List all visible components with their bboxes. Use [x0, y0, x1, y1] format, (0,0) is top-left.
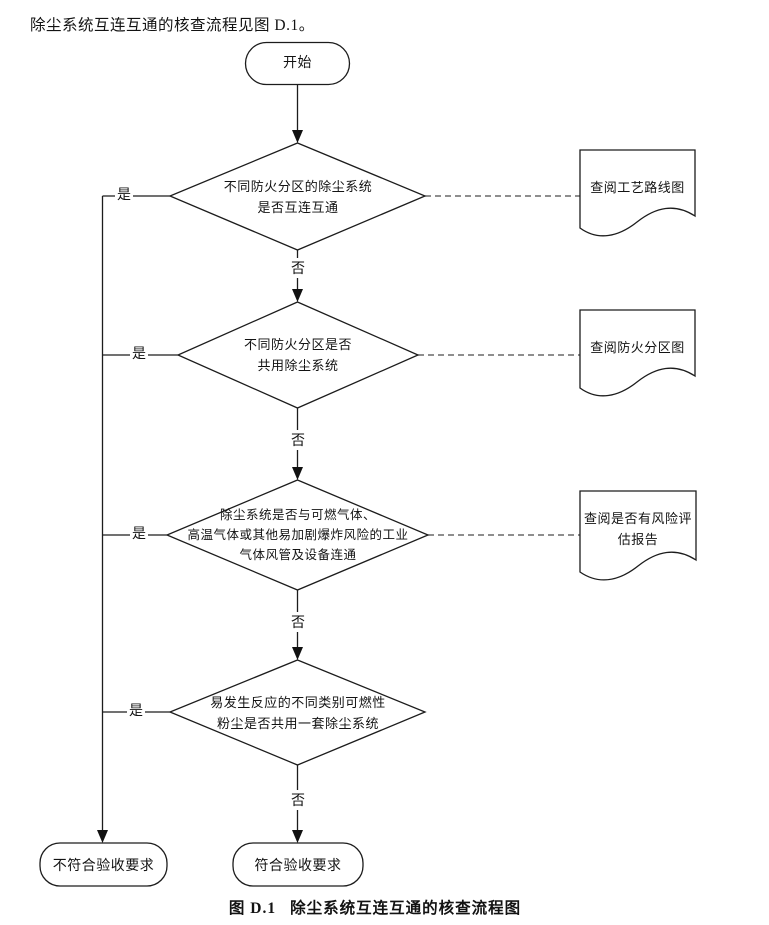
decision-3-shape	[165, 479, 430, 591]
decision-4-line1: 易发生反应的不同类别可燃性	[210, 694, 386, 710]
figure-caption: 图 D.1 除尘系统互连互通的核查流程图	[150, 896, 600, 918]
document-3-line2: 估报告	[617, 532, 659, 547]
intro-text: 除尘系统互连互通的核查流程见图 D.1。	[30, 17, 315, 34]
decision-2: 不同防火分区是否 共用除尘系统	[180, 304, 416, 406]
start-node: 开始	[245, 42, 350, 85]
terminal-pass-shape	[232, 842, 364, 887]
decision-2-shape	[176, 301, 420, 409]
decision-4-shape	[168, 659, 427, 766]
yes-label-4: 是	[127, 700, 145, 720]
decision-1-line1: 不同防火分区的除尘系统	[223, 178, 373, 194]
figure-caption-title: 除尘系统互连互通的核查流程图	[290, 900, 522, 917]
doc-1-shape	[579, 149, 696, 237]
decision-2-line1: 不同防火分区是否	[243, 337, 352, 352]
figure-caption-number: 图 D.1	[228, 900, 277, 917]
document-3-line1: 查阅是否有风险评	[583, 511, 692, 526]
terminal-fail: 不符合验收要求	[40, 843, 167, 886]
no-label-4: 否	[289, 790, 307, 810]
arrowhead-fail	[97, 830, 108, 843]
yes-label-2: 是	[130, 343, 148, 363]
decision-3-line2: 高温气体或其他易加剧爆炸风险的工业	[187, 528, 409, 542]
terminal-fail-shape	[39, 842, 168, 887]
arrowhead-pass	[292, 830, 303, 843]
decision-4: 易发生反应的不同类别可燃性 粉尘是否共用一套除尘系统	[172, 662, 424, 763]
decision-3-line1: 除尘系统是否与可燃气体、	[219, 508, 376, 522]
terminal-pass-label: 符合验收要求	[254, 858, 342, 874]
document-1-label: 查阅工艺路线图	[590, 179, 685, 195]
decision-4-line2: 粉尘是否共用一套除尘系统	[216, 715, 379, 731]
document-2: 查阅防火分区图	[580, 312, 695, 382]
yes-label-1: 是	[115, 184, 133, 204]
terminal-pass: 符合验收要求	[233, 843, 363, 886]
no-label-2: 否	[289, 430, 307, 450]
doc-3-shape	[579, 490, 697, 581]
arrowhead-d2	[292, 289, 303, 302]
terminal-fail-label: 不符合验收要求	[52, 858, 155, 874]
decision-3: 除尘系统是否与可燃气体、 高温气体或其他易加剧爆炸风险的工业 气体风管及设备连通	[168, 482, 428, 588]
decision-3-line3: 气体风管及设备连通	[239, 548, 357, 562]
yes-label-3: 是	[130, 523, 148, 543]
decision-1-shape	[168, 142, 427, 251]
document-2-label: 查阅防火分区图	[590, 339, 685, 355]
no-label-1: 否	[289, 258, 307, 278]
decision-1: 不同防火分区的除尘系统 是否互连互通	[178, 145, 418, 248]
document-3: 查阅是否有风险评 估报告	[580, 493, 696, 565]
no-label-3: 否	[289, 612, 307, 632]
arrowhead-d3	[292, 467, 303, 480]
decision-2-line2: 共用除尘系统	[257, 358, 339, 373]
start-label: 开始	[283, 56, 312, 71]
arrowhead-d4	[292, 647, 303, 660]
decision-1-line2: 是否互连互通	[257, 199, 339, 215]
document-1: 查阅工艺路线图	[580, 152, 695, 222]
start-shape	[244, 41, 351, 86]
doc-2-shape	[579, 309, 696, 397]
arrowhead-d1	[292, 130, 303, 143]
